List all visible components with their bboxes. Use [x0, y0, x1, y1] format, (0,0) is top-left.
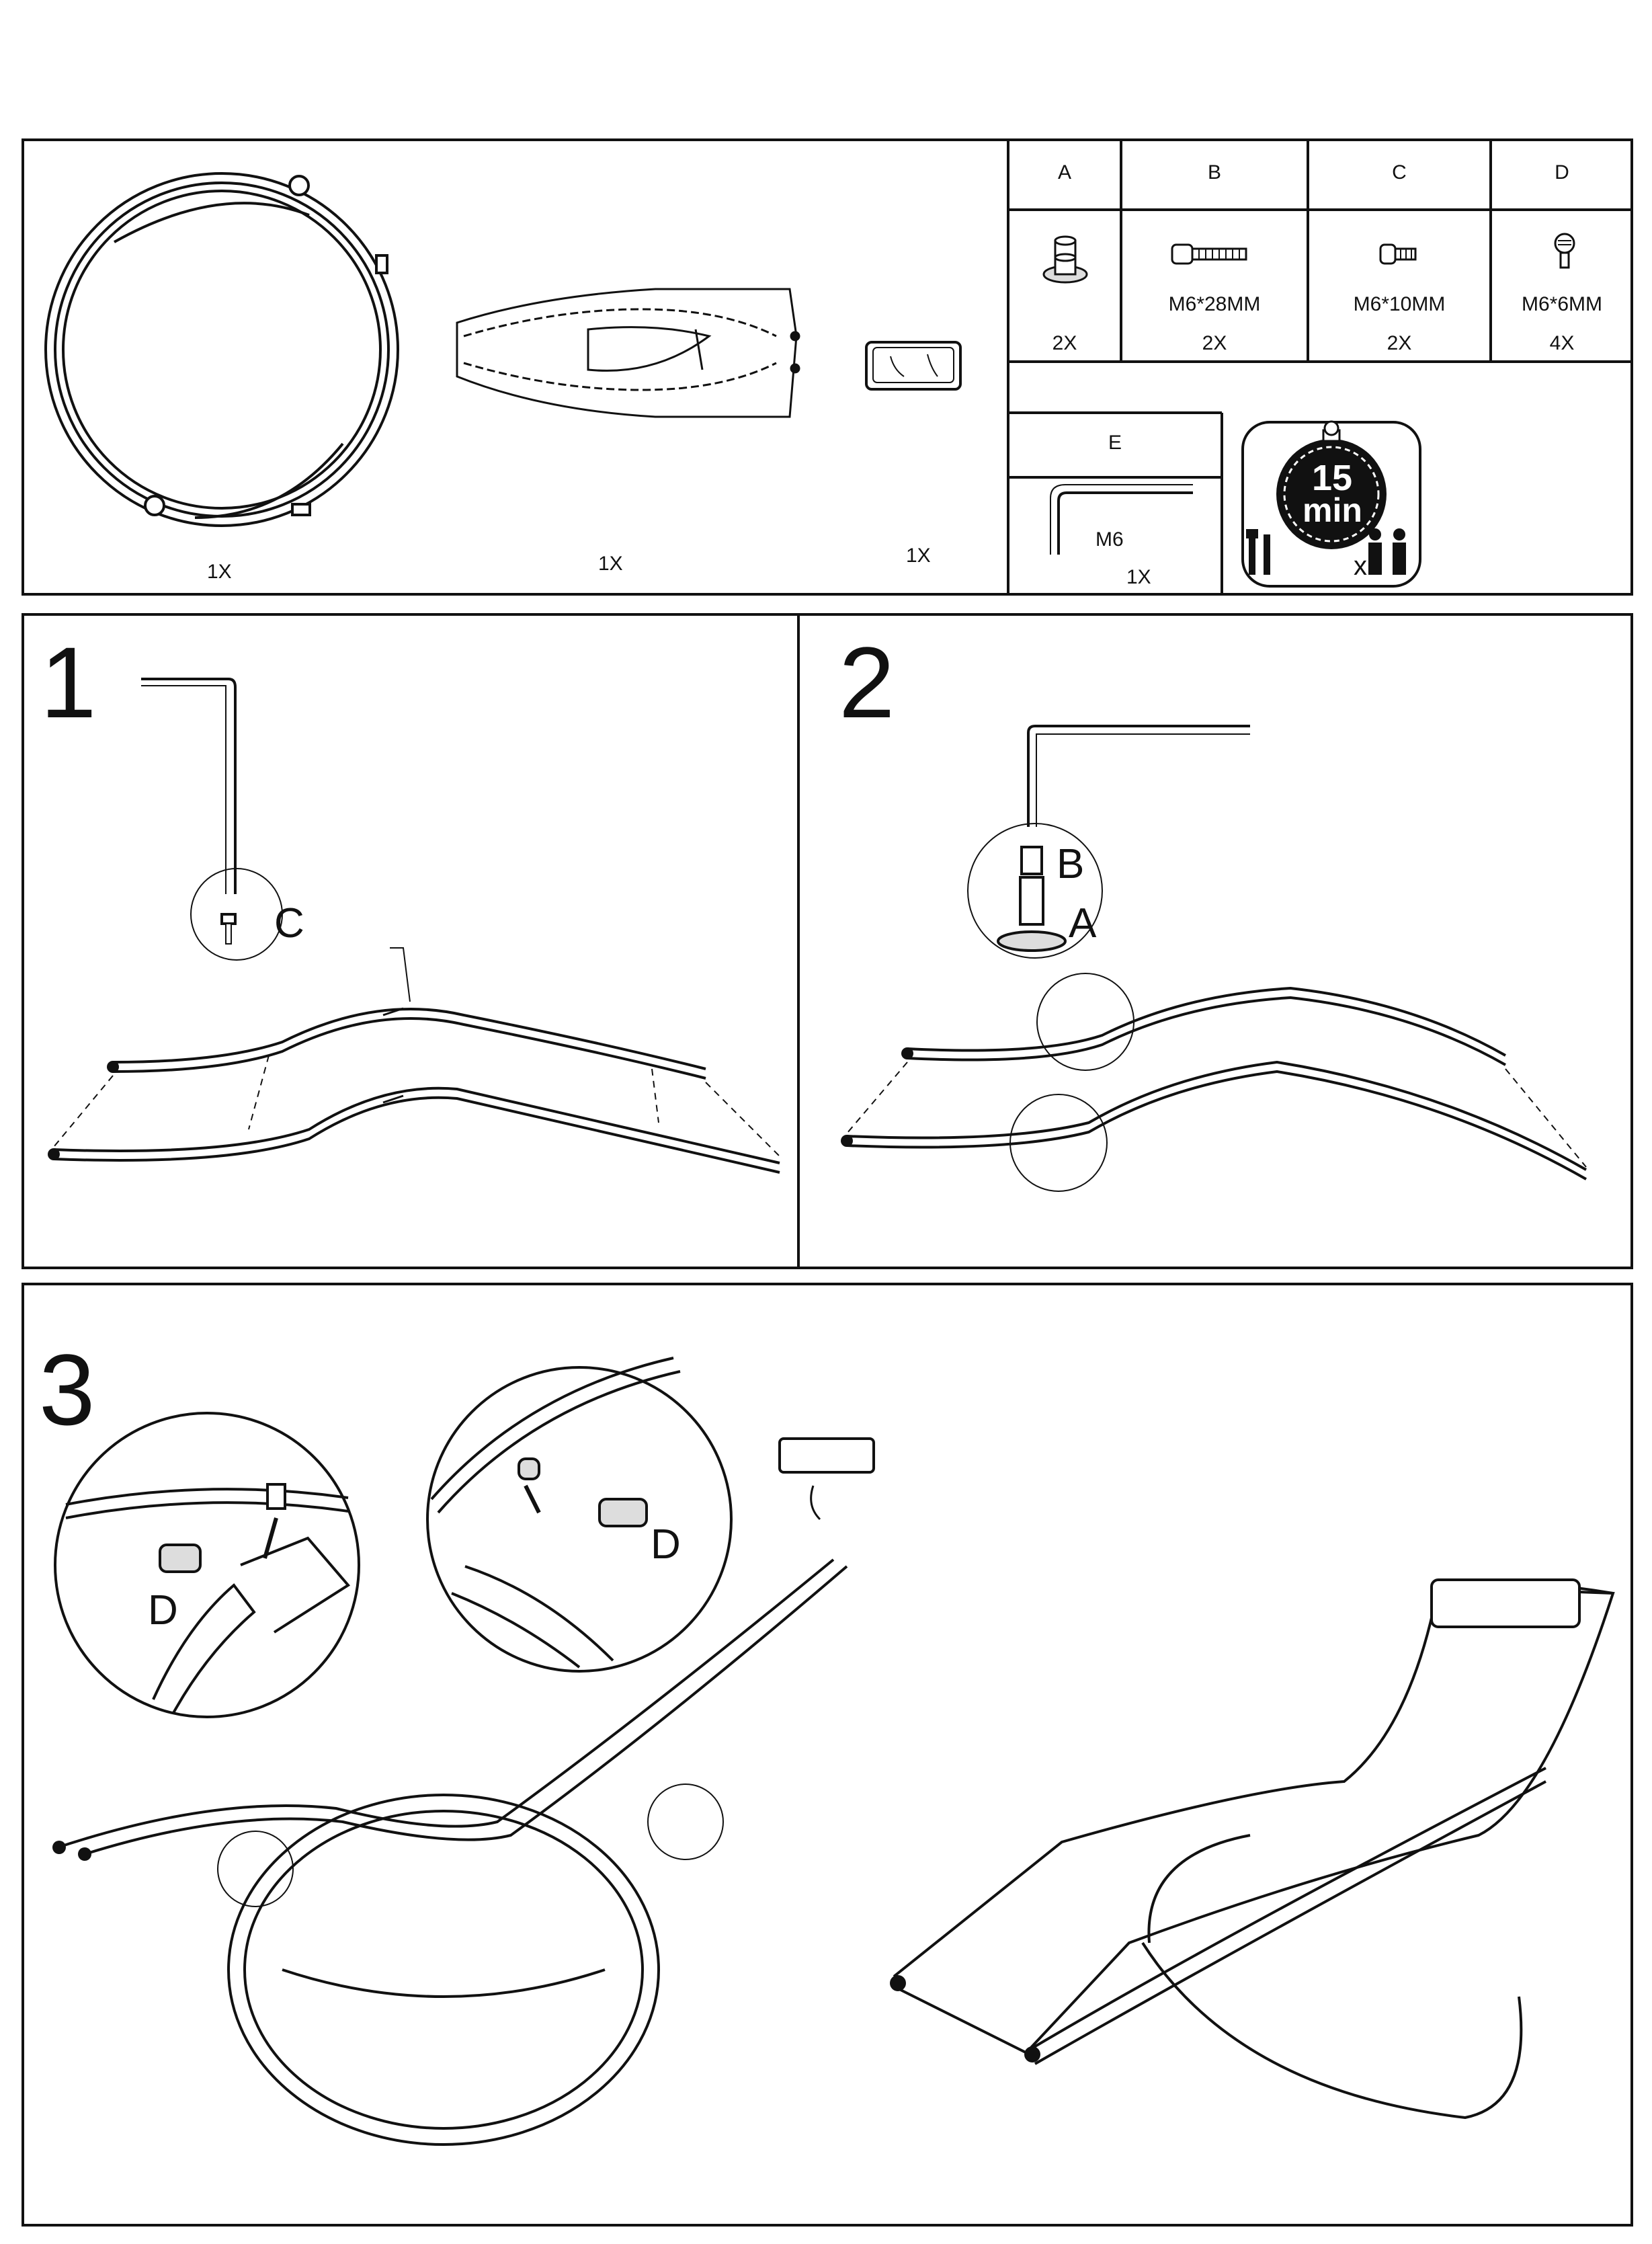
headrest-pillow-qty: 1X [906, 545, 931, 567]
time-badge [1241, 420, 1421, 588]
step-3-assembly-illustration [52, 1437, 875, 2146]
hardware-d-label: D [1555, 161, 1569, 184]
step-3-detail-left [54, 1412, 360, 1718]
step-2-number: 2 [839, 626, 895, 739]
step-3-callout-d-left: D [148, 1587, 178, 1634]
hardware-c-label: C [1392, 161, 1407, 184]
hardware-b-spec: M6*28MM [1168, 293, 1261, 315]
time-badge-people-prefix: x [1354, 551, 1367, 581]
rocking-base-frame-illustration [44, 172, 399, 527]
hardware-d-qty: 4X [1549, 332, 1575, 354]
hardware-a-label: A [1057, 161, 1071, 184]
bolt-b-icon [1171, 243, 1247, 265]
step-2-illustration [841, 725, 1587, 1192]
time-badge-unit: min [1303, 491, 1362, 529]
step-3-number: 3 [39, 1333, 95, 1446]
hardware-c-qty: 2X [1387, 332, 1412, 354]
step-2-callout-b: B [1057, 841, 1085, 887]
step-1-number: 1 [40, 626, 97, 739]
two-people-icon [1368, 528, 1406, 575]
bolt-c-icon [1379, 243, 1417, 265]
step-2-panel [797, 613, 1633, 1269]
hardware-b-label: B [1207, 161, 1221, 184]
hardware-a-qty: 2X [1052, 332, 1077, 354]
hardware-e-qty: 1X [1126, 566, 1151, 588]
hardware-c-spec: M6*10MM [1353, 293, 1446, 315]
time-badge-minutes: 15 [1312, 458, 1353, 498]
wrench-screwdriver-icon [1246, 529, 1270, 575]
assembled-lounger-illustration [890, 1578, 1615, 2120]
seat-frame-qty: 1X [598, 553, 623, 575]
step-3-detail-right [426, 1357, 733, 1673]
headrest-pillow-illustration [865, 341, 962, 391]
seat-frame-illustration [456, 288, 800, 418]
step-1-callout-c: C [274, 900, 304, 947]
hardware-d-spec: M6*6MM [1521, 293, 1602, 315]
allen-key-e-icon [1050, 484, 1193, 555]
cap-nut-a-icon [1042, 235, 1088, 284]
step-2-callout-a: A [1069, 900, 1097, 947]
hardware-b-qty: 2X [1202, 332, 1227, 354]
step-3-callout-d-right: D [651, 1521, 681, 1568]
step-1-illustration [48, 678, 780, 1174]
hardware-table-grid [1007, 138, 1633, 596]
hardware-e-label: E [1108, 432, 1122, 454]
rocking-base-frame-qty: 1X [207, 561, 232, 583]
hardware-e-spec: M6 [1096, 528, 1124, 551]
screw-d-icon [1554, 233, 1575, 269]
